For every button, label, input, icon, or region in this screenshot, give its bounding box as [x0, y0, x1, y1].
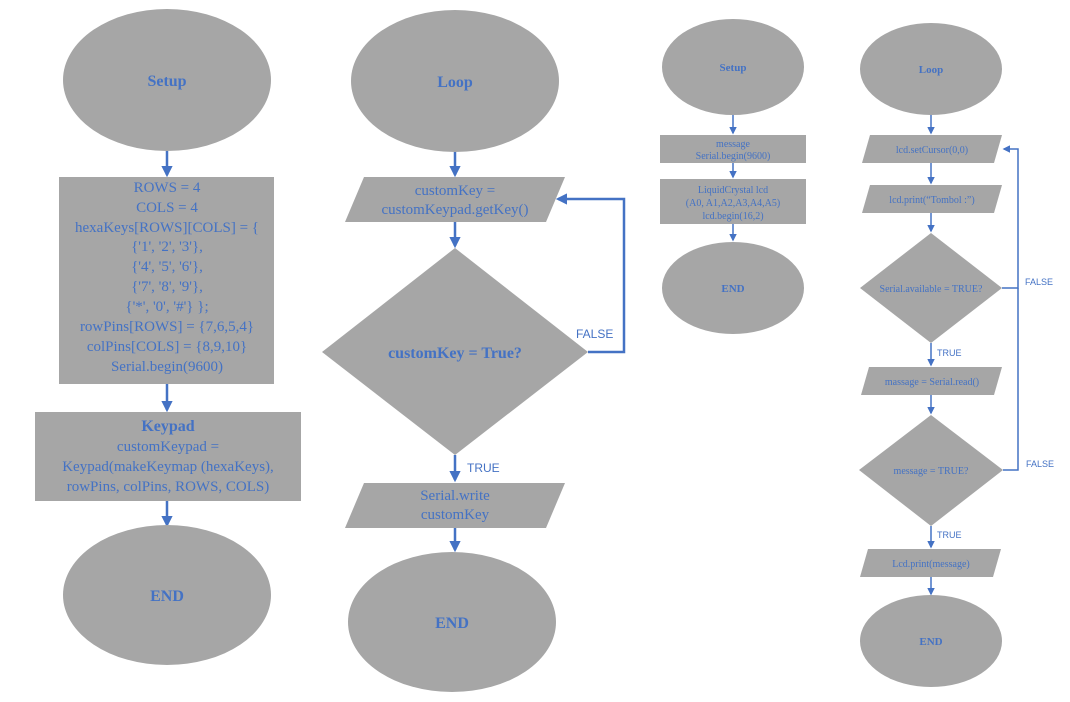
keypad-text-a: Keypad customKeypad = Keypad(makeKeymap …	[62, 418, 274, 495]
flowchart-b: Loop customKey = customKeypad.getKey() c…	[322, 10, 626, 692]
end-terminal-a	[63, 525, 271, 665]
end-label-c: END	[721, 283, 744, 295]
setup-label-c: Setup	[720, 62, 747, 74]
keypad-line: Keypad(makeKeymap (hexaKeys),	[62, 459, 274, 475]
init-process-a	[59, 177, 274, 384]
decision-label-b: customKey = True?	[388, 345, 522, 362]
decision1-label-d: Serial.available = TRUE?	[880, 284, 983, 295]
flowchart-d: Loop lcd.setCursor(0,0) lcd.print(“Tombo…	[859, 23, 1054, 687]
end-terminal-c	[662, 242, 804, 334]
end-label-a: END	[150, 588, 184, 605]
false-loop-edge-b	[555, 193, 626, 354]
getkey-line: customKey =	[415, 183, 496, 199]
set-cursor-label-d: lcd.setCursor(0,0)	[896, 145, 968, 156]
true2-label-d: TRUE	[937, 530, 962, 540]
write-line: customKey	[421, 507, 490, 523]
false2-label-d: FALSE	[1026, 459, 1054, 469]
loop-terminal-d	[860, 23, 1002, 115]
decision2-d	[859, 415, 1003, 526]
setup-label-a: Setup	[147, 73, 186, 90]
init-line: rowPins[ROWS] = {7,6,5,4}	[80, 319, 254, 335]
init-line: COLS = 4	[136, 200, 198, 216]
false1-label-d: FALSE	[1025, 277, 1053, 287]
decision2-label-d: message = TRUE?	[894, 466, 969, 477]
decision1-d	[860, 233, 1002, 343]
end-terminal-d	[860, 595, 1002, 687]
lcd-line: lcd.begin(16,2)	[702, 211, 763, 222]
lcd-line: (A0, A1,A2,A3,A4,A5)	[686, 198, 780, 209]
print-message-label-d: Lcd.print(message)	[892, 559, 969, 570]
set-cursor-io-d	[862, 135, 1002, 163]
true-label-b: TRUE	[467, 461, 500, 475]
lcd-process-c	[660, 179, 806, 224]
loop-label-b: Loop	[437, 74, 473, 91]
setup-terminal-a	[63, 9, 271, 151]
end-terminal-b	[348, 552, 556, 692]
flowchart-a: Setup ROWS = 4 COLS = 4 hexaKeys[ROWS][C…	[35, 9, 301, 665]
init-line: {'*', '0', '#'} };	[125, 299, 208, 315]
serial-line: Serial.begin(9600)	[696, 151, 771, 162]
read-io-d	[861, 367, 1002, 395]
false2-edge-d	[1003, 288, 1019, 471]
init-line: {'1', '2', '3'},	[131, 239, 203, 255]
print-tombol-io-d	[862, 185, 1002, 213]
init-line: {'4', '5', '6'},	[131, 259, 203, 275]
false-label-b: FALSE	[576, 327, 613, 341]
getkey-io-b	[345, 177, 565, 222]
keypad-title: Keypad	[141, 418, 194, 435]
init-text-a: ROWS = 4 COLS = 4 hexaKeys[ROWS][COLS] =…	[75, 180, 259, 375]
init-line: {'7', '8', '9'},	[131, 279, 203, 295]
init-line: hexaKeys[ROWS][COLS] = {	[75, 220, 259, 236]
serial-process-c	[660, 135, 806, 163]
end-label-d: END	[919, 636, 942, 648]
print-message-io-d	[860, 549, 1001, 577]
getkey-line: customKeypad.getKey()	[381, 202, 528, 218]
flowchart-c: Setup message Serial.begin(9600) LiquidC…	[660, 19, 806, 334]
init-line: Serial.begin(9600)	[111, 359, 223, 375]
read-label-d: massage = Serial.read()	[885, 377, 979, 388]
keypad-process-a	[35, 412, 301, 501]
decision-b	[322, 248, 588, 455]
loop-label-d: Loop	[919, 64, 943, 76]
setup-terminal-c	[662, 19, 804, 115]
loop-terminal-b	[351, 10, 559, 152]
keypad-line: customKeypad =	[117, 439, 219, 455]
lcd-line: LiquidCrystal lcd	[698, 185, 768, 196]
keypad-line: rowPins, colPins, ROWS, COLS)	[67, 479, 270, 495]
init-line: ROWS = 4	[134, 180, 201, 196]
false1-edge-d	[1002, 145, 1019, 289]
write-io-b	[345, 483, 565, 528]
end-label-b: END	[435, 615, 469, 632]
init-line: colPins[COLS] = {8,9,10}	[87, 339, 247, 355]
serial-line: message	[716, 139, 750, 150]
write-line: Serial.write	[420, 488, 490, 504]
print-tombol-label-d: lcd.print(“Tombol :”)	[889, 195, 974, 206]
true1-label-d: TRUE	[937, 348, 962, 358]
